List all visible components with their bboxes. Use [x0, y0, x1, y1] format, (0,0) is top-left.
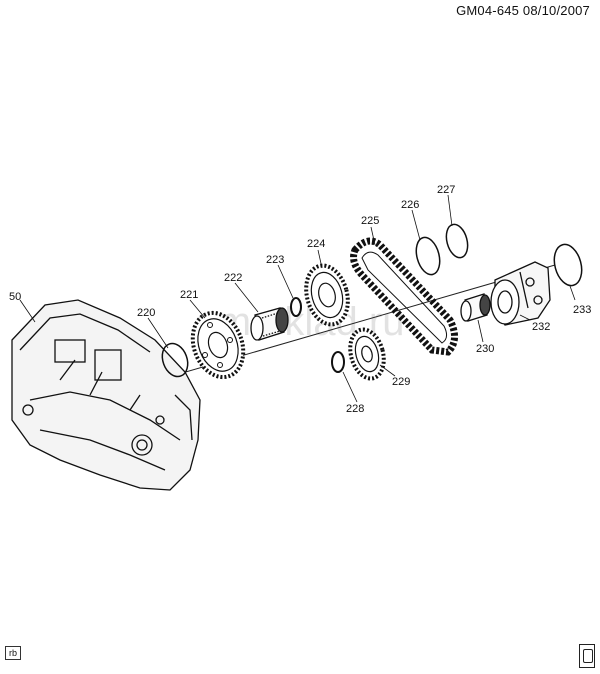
gm-logo-icon — [579, 644, 595, 668]
callout-225: 225 — [361, 215, 379, 227]
part-220-ring — [161, 342, 189, 378]
part-224-gear — [304, 263, 350, 327]
part-230-bearing — [460, 293, 491, 322]
callout-232: 232 — [532, 321, 550, 333]
part-223-snap-ring — [290, 297, 302, 317]
callout-227: 227 — [437, 184, 455, 196]
part-222-bearing — [250, 307, 289, 341]
part-227-ring — [445, 223, 469, 259]
callout-222: 222 — [224, 272, 242, 284]
callout-223: 223 — [266, 254, 284, 266]
callout-224: 224 — [307, 238, 325, 250]
callout-50: 50 — [9, 291, 21, 303]
part-225-drive-chain — [350, 237, 458, 356]
callout-228: 228 — [346, 403, 364, 415]
callout-226: 226 — [401, 199, 419, 211]
callout-221: 221 — [180, 289, 198, 301]
part-226-ring — [415, 236, 441, 276]
callout-229: 229 — [392, 376, 410, 388]
part-229-gear — [348, 327, 386, 381]
callout-220: 220 — [137, 307, 155, 319]
diagram-reference-header: GM04-645 08/10/2007 — [456, 3, 590, 18]
part-50-transmission-case — [11, 299, 201, 491]
callout-230: 230 — [476, 343, 494, 355]
part-228-snap-ring — [331, 351, 345, 373]
part-232-differential-carrier — [490, 261, 551, 326]
leader-lines — [19, 194, 576, 403]
corner-label: rb — [5, 646, 22, 660]
callout-233: 233 — [573, 304, 591, 316]
part-221-sprocket-gear — [190, 310, 246, 380]
part-233-ring — [553, 243, 583, 287]
